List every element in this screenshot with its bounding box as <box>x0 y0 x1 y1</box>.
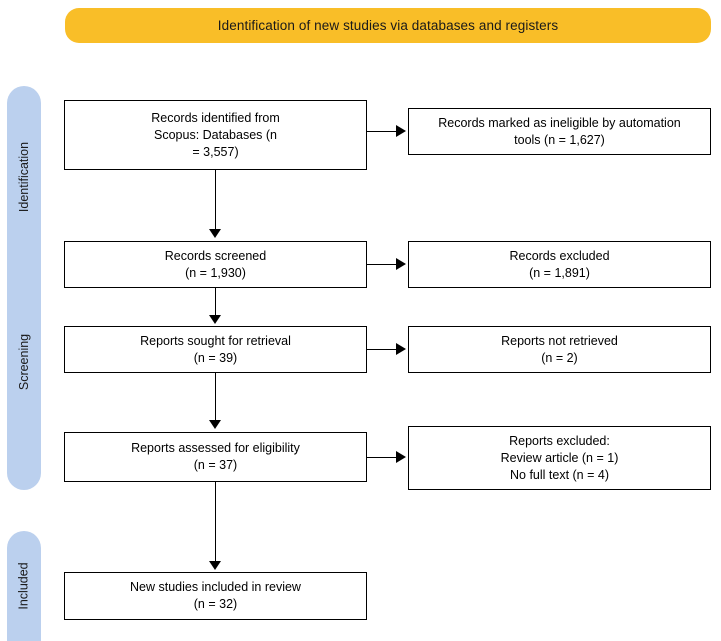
node-reports-sought: Reports sought for retrieval (n = 39) <box>64 326 367 373</box>
arrowhead-identified-to-ineligible <box>396 125 406 137</box>
node-reports-excluded: Reports excluded: Review article (n = 1)… <box>408 426 711 490</box>
stage-label-included-text: Included <box>17 562 32 610</box>
arrowhead-identified-to-screened <box>209 229 221 238</box>
stage-label-included: Included <box>7 531 41 641</box>
connector-identified-to-ineligible <box>367 131 399 133</box>
node-reports-assessed: Reports assessed for eligibility (n = 37… <box>64 432 367 482</box>
node-new-studies-included: New studies included in review (n = 32) <box>64 572 367 620</box>
arrowhead-assessed-to-reports-excluded <box>396 451 406 463</box>
connector-screened-to-sought <box>215 288 217 318</box>
stage-label-identification-text: Identification <box>17 141 31 213</box>
stage-label-screening: Screening <box>7 234 41 490</box>
diagram-title: Identification of new studies via databa… <box>217 18 559 33</box>
node-reports-sought-text: Reports sought for retrieval (n = 39) <box>140 333 291 365</box>
arrowhead-sought-to-not-retrieved <box>396 343 406 355</box>
arrowhead-screened-to-excluded <box>396 258 406 270</box>
connector-sought-to-not-retrieved <box>367 349 399 351</box>
node-reports-not-retrieved: Reports not retrieved (n = 2) <box>408 326 711 373</box>
node-new-studies-included-text: New studies included in review (n = 32) <box>130 580 301 611</box>
node-records-identified: Records identified from Scopus: Database… <box>64 100 367 170</box>
connector-screened-to-excluded <box>367 264 399 266</box>
connector-sought-to-assessed <box>215 373 217 423</box>
connector-assessed-to-reports-excluded <box>367 457 399 459</box>
connector-assessed-to-included <box>215 482 217 564</box>
connector-identified-to-screened <box>215 170 217 232</box>
node-records-screened-text: Records screened (n = 1,930) <box>164 248 267 280</box>
arrowhead-assessed-to-included <box>209 561 221 570</box>
node-reports-excluded-text: Reports excluded: Review article (n = 1)… <box>500 433 619 482</box>
node-records-excluded-text: Records excluded (n = 1,891) <box>509 248 610 280</box>
stage-label-screening-text: Screening <box>17 333 32 391</box>
node-records-excluded: Records excluded (n = 1,891) <box>408 241 711 288</box>
arrowhead-screened-to-sought <box>209 315 221 324</box>
node-reports-assessed-text: Reports assessed for eligibility (n = 37… <box>131 441 300 472</box>
node-records-ineligible-automation: Records marked as ineligible by automati… <box>408 108 711 155</box>
node-records-ineligible-automation-text: Records marked as ineligible by automati… <box>438 115 681 147</box>
node-records-identified-text: Records identified from Scopus: Database… <box>151 110 280 159</box>
node-records-screened: Records screened (n = 1,930) <box>64 241 367 288</box>
arrowhead-sought-to-assessed <box>209 420 221 429</box>
diagram-header-banner: Identification of new studies via databa… <box>65 8 711 43</box>
node-reports-not-retrieved-text: Reports not retrieved (n = 2) <box>501 333 618 365</box>
